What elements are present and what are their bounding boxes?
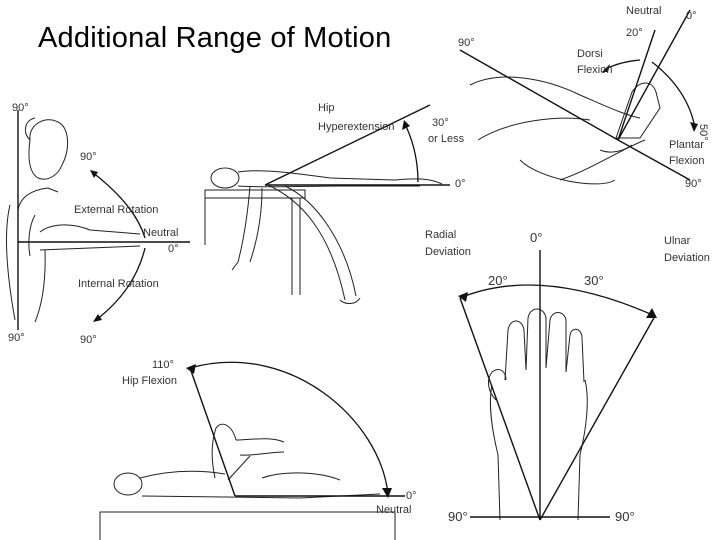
shoulder-zero-label: 0° <box>168 243 179 255</box>
wrist-panel: Radial Deviation 0° Ulnar Deviation 20° … <box>425 229 710 524</box>
wrist-ulnar-line <box>540 316 655 520</box>
hip-orless-label: or Less <box>428 133 465 145</box>
ankle-ninety-top-label: 90° <box>458 37 475 49</box>
ankle-panel: Neutral 0° 20° 90° Dorsi Flexion 50° Pla… <box>458 5 709 190</box>
hip-zero-label: 0° <box>455 178 466 190</box>
ankle-zero-label: 0° <box>686 10 697 22</box>
ankle-ninety-bottom-label: 90° <box>685 178 702 190</box>
wrist-zero-label: 0° <box>530 230 542 245</box>
shoulder-ninety-br-label: 90° <box>80 334 97 346</box>
hip-hyper-label: Hyperextension <box>318 121 394 133</box>
shoulder-external-label: External Rotation <box>74 204 158 216</box>
hip-flex-110-label: 110° <box>152 359 174 371</box>
hip-flexion-panel: 110° Hip Flexion 0° Neutral <box>100 359 417 540</box>
hip-flex-label: Hip Flexion <box>122 375 177 387</box>
ankle-plantar-label: Plantar <box>669 139 704 151</box>
ankle-plantar-flexion-label: Flexion <box>669 155 704 167</box>
shoulder-neutral-label: Neutral <box>143 227 178 239</box>
wrist-twenty-label: 20° <box>488 273 508 288</box>
supine-figure <box>100 424 395 540</box>
wrist-ninety-left-label: 90° <box>448 509 468 524</box>
hip-thirty-label: 30° <box>432 117 449 129</box>
wrist-ulnar-label: Ulnar <box>664 235 691 247</box>
shoulder-ninety-top-label: 90° <box>12 102 29 114</box>
wrist-radial-label: Radial <box>425 229 456 241</box>
prone-figure <box>205 168 442 304</box>
ankle-flexion-label: Flexion <box>577 64 612 76</box>
ankle-dorsi-label: Dorsi <box>577 48 603 60</box>
wrist-deviation-arc <box>460 285 655 316</box>
shoulder-internal-label: Internal Rotation <box>78 278 159 290</box>
ankle-neutral-label: Neutral <box>626 5 661 17</box>
hip-extension-panel: Hip Hyperextension 30° or Less 0° <box>205 102 466 304</box>
ankle-figure <box>470 77 660 184</box>
shoulder-panel: 90° 90° External Rotation Neutral 0° Int… <box>7 102 190 346</box>
shoulder-ninety-bl-label: 90° <box>8 332 25 344</box>
hip-flex-arc <box>190 362 388 494</box>
shoulder-ninety-mid-label: 90° <box>80 151 97 163</box>
hip-flex-neutral-label: Neutral <box>376 504 411 516</box>
ankle-twenty-label: 20° <box>626 27 643 39</box>
wrist-thirty-label: 30° <box>584 273 604 288</box>
shoulder-figure <box>7 118 140 322</box>
hand-figure <box>489 309 588 520</box>
wrist-radial-line <box>460 298 540 520</box>
wrist-ulnar-deviation-label: Deviation <box>664 252 710 264</box>
hip-flex-110-line <box>190 368 235 496</box>
hip-label: Hip <box>318 102 335 114</box>
wrist-radial-deviation-label: Deviation <box>425 246 471 258</box>
hip-ext-arc <box>404 122 418 182</box>
wrist-ninety-right-label: 90° <box>615 509 635 524</box>
hip-flex-zero-label: 0° <box>406 490 417 502</box>
ankle-plantar-arc <box>652 62 695 128</box>
hip-thirty-line <box>265 105 430 185</box>
